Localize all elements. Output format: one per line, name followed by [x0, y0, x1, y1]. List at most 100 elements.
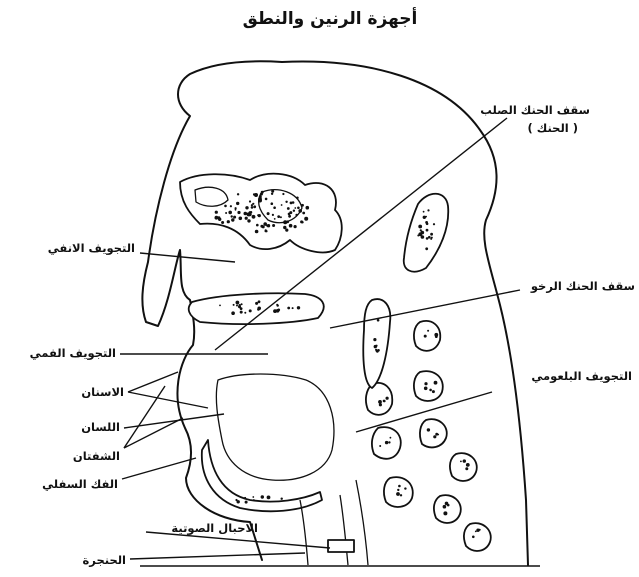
bone-stipple-dot: [281, 204, 283, 206]
bone-stipple-dot: [215, 211, 218, 214]
bone-stipple-dot: [302, 212, 305, 215]
bone-stipple-dot: [233, 216, 236, 219]
leader-teeth-b: [128, 372, 178, 392]
bone-stipple-dot: [426, 229, 429, 232]
bone-stipple-dot: [445, 502, 449, 506]
bone-stipple-dot: [225, 212, 227, 214]
bone-stipple-dot: [287, 207, 290, 210]
bone-stipple-dot: [273, 206, 276, 209]
bone-stipple-dot: [294, 207, 296, 209]
bone-stipple-dot: [432, 390, 435, 393]
bone-stipple-dot: [236, 305, 238, 307]
bone-stipple-dot: [427, 330, 429, 332]
bone-stipple-dot: [231, 311, 235, 315]
bone-stipple-dot: [472, 536, 475, 539]
bone-stipple-dot: [286, 220, 289, 223]
leader-lower-jaw: [122, 458, 196, 479]
bone-stipple-dot: [301, 204, 304, 207]
bone-stipple-dot: [236, 202, 239, 205]
bone-stipple-dot: [397, 489, 399, 491]
bone-stipple-dot: [378, 400, 382, 404]
bone-stipple-dot: [383, 400, 385, 402]
bone-stipple-dot: [289, 224, 293, 228]
bone-stipple-dot: [239, 217, 243, 221]
trachea-back: [340, 495, 348, 565]
bone-stipple-dot: [466, 463, 470, 467]
bone-stipple-dot: [271, 190, 274, 193]
bone-stipple-dot: [296, 197, 299, 200]
vocal-cords-shape: [328, 540, 354, 552]
bone-stipple-dot: [266, 225, 268, 227]
bone-stipple-dot: [292, 307, 294, 309]
bone-stipple-dot: [418, 225, 422, 229]
bone-stipple-dot: [244, 212, 248, 216]
bone-stipple-dot: [267, 496, 271, 500]
leader-larynx: [130, 553, 305, 559]
bone-stipple-dot: [424, 387, 428, 391]
label-larynx: الحنجرة: [83, 553, 126, 567]
tongue-shape: [216, 374, 334, 480]
bone-stipple-dot: [292, 201, 295, 204]
bone-stipple-dot: [283, 226, 286, 229]
bone-stipple-dot: [272, 224, 275, 227]
bone-stipple-dot: [251, 206, 254, 209]
bone-stipple-dot: [218, 218, 221, 221]
bone-stipple-dot: [240, 311, 243, 314]
label-nasal-cavity: التجويف الانفي: [48, 241, 135, 256]
bone-stipple-dot: [386, 397, 389, 400]
bone-stipple-dot: [425, 216, 427, 218]
bone-stipple-dot: [379, 403, 382, 406]
bone-stipple-dot: [287, 307, 290, 310]
bone-stipple-dot: [247, 219, 250, 222]
bone-stipple-dot: [295, 214, 297, 216]
bone-stipple-dot: [433, 435, 436, 438]
bone-stipple-dot: [245, 217, 248, 220]
bone-stipple-dot: [253, 205, 256, 208]
bone-stipple-dot: [424, 335, 427, 338]
bone-stipple-dot: [257, 307, 261, 311]
bone-stipple-dot: [239, 304, 241, 306]
bone-stipple-dot: [288, 215, 291, 218]
bone-stipple-dot: [424, 382, 427, 385]
bone-stipple-dot: [277, 309, 280, 312]
bone-stipple-dot: [273, 309, 277, 313]
bone-stipple-dot: [423, 211, 425, 213]
bone-stipple-dot: [443, 511, 447, 515]
bone-stipple-dot: [237, 193, 239, 195]
bone-stipple-dot: [429, 389, 432, 392]
bone-stipple-dot: [221, 221, 224, 224]
bone-stipple-dot: [390, 437, 392, 439]
hard-palate-shape: [189, 293, 324, 324]
bone-stipple-dot: [227, 220, 230, 223]
bone-stipple-dot: [265, 230, 267, 232]
bone-stipple-dot: [428, 236, 431, 239]
trachea-front: [300, 500, 308, 565]
bone-stipple-dot: [427, 209, 429, 211]
bone-stipple-dot: [219, 305, 221, 307]
bone-stipple-dot: [230, 205, 232, 207]
bone-stipple-dot: [237, 211, 240, 214]
bone-stipple-dot: [396, 492, 400, 496]
bone-stipple-dot: [236, 301, 240, 305]
bone-stipple-dot: [285, 229, 288, 232]
bone-stipple-dot: [430, 238, 432, 240]
bone-stipple-dot: [248, 212, 252, 216]
bone-stipple-dot: [271, 193, 273, 195]
vertebrae: [363, 194, 491, 551]
bone-stipple-dot: [430, 233, 433, 236]
label-tongue: اللسان: [81, 420, 120, 434]
bone-stipple-dot: [281, 498, 283, 500]
bone-stipple-dot: [425, 247, 428, 250]
bone-stipple-dot: [237, 500, 240, 503]
label-lips: الشفتان: [73, 449, 120, 463]
bone-stipple-dot: [272, 214, 274, 216]
bone-stipple-dot: [297, 306, 300, 309]
bone-stipple-dot: [386, 441, 388, 443]
diagram-title: أجهزة الرنين والنطق: [243, 7, 418, 29]
bone-stipple-dot: [301, 221, 303, 223]
bone-stipple-dot: [388, 441, 390, 443]
bone-stipple-dot: [280, 216, 282, 218]
bone-stipple-dot: [245, 501, 248, 504]
bone-stipple-dot: [260, 225, 263, 228]
bone-stipple-dot: [433, 223, 435, 225]
